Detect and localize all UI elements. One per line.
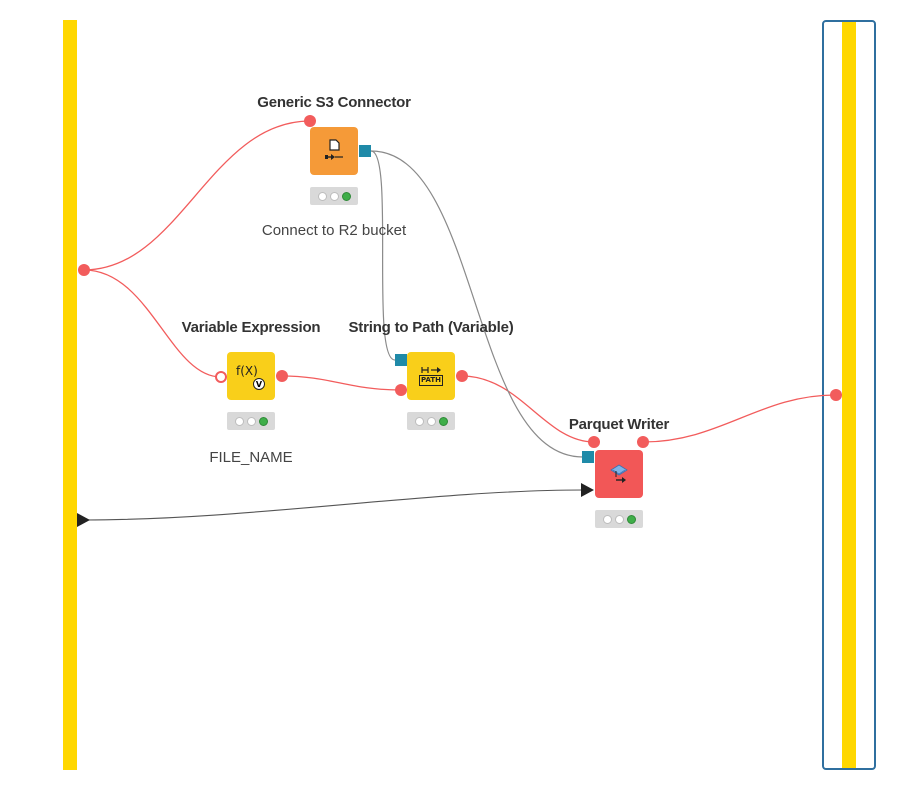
flow-variable-output-port[interactable] — [456, 370, 468, 382]
file-connect-icon — [325, 139, 343, 160]
flow-variable-output-port[interactable] — [637, 436, 649, 448]
flow-variable-connection[interactable] — [83, 120, 311, 271]
node-annotation[interactable]: FILE_NAME — [209, 449, 293, 466]
status-light-yellow — [246, 416, 256, 426]
flow-variable-input-port[interactable] — [304, 115, 316, 127]
flow-variable-output-port[interactable] — [276, 370, 288, 382]
node-title[interactable]: Variable Expression — [181, 319, 321, 336]
function-label: f(X) — [236, 364, 258, 378]
node-status — [407, 412, 455, 430]
data-table-connection[interactable] — [83, 489, 584, 521]
file-system-output-port[interactable] — [359, 145, 371, 157]
node-status — [595, 510, 643, 528]
node-variable-expression[interactable]: f(X) V — [227, 352, 275, 400]
status-light-yellow — [329, 191, 339, 201]
node-title[interactable]: Generic S3 Connector — [257, 94, 411, 111]
status-light-green — [438, 416, 448, 426]
status-light-red — [602, 514, 612, 524]
flow-variable-input-port[interactable] — [588, 436, 600, 448]
flow-variable-input-port[interactable] — [215, 371, 227, 383]
flow-variable-connection[interactable] — [642, 394, 836, 443]
status-light-green — [341, 191, 351, 201]
component-input-flow-port[interactable] — [78, 264, 90, 276]
status-light-green — [626, 514, 636, 524]
node-generic-s3-connector[interactable] — [310, 127, 358, 175]
file-system-connection[interactable] — [370, 150, 584, 458]
status-light-yellow — [614, 514, 624, 524]
node-status — [310, 187, 358, 205]
node-title[interactable]: Parquet Writer — [568, 416, 670, 433]
file-system-input-port[interactable] — [395, 354, 407, 366]
status-light-red — [234, 416, 244, 426]
parquet-write-icon — [610, 464, 628, 483]
file-system-input-port[interactable] — [582, 451, 594, 463]
component-output-bar[interactable] — [842, 22, 856, 768]
node-title[interactable]: String to Path (Variable) — [348, 319, 514, 336]
path-icon: PATH — [419, 366, 443, 386]
flow-variable-input-port[interactable] — [395, 384, 407, 396]
function-variable-icon: f(X) V — [236, 361, 266, 391]
status-light-green — [258, 416, 268, 426]
component-output-flow-port[interactable] — [830, 389, 842, 401]
node-string-to-path[interactable]: PATH — [407, 352, 455, 400]
status-light-red — [414, 416, 424, 426]
flow-variable-connection[interactable] — [281, 375, 401, 391]
status-light-yellow — [426, 416, 436, 426]
node-annotation[interactable]: Connect to R2 bucket — [261, 222, 407, 239]
path-label: PATH — [419, 375, 443, 386]
arrow-icon — [421, 367, 441, 373]
component-input-bar[interactable] — [63, 20, 77, 770]
data-input-port[interactable] — [581, 483, 594, 497]
status-light-red — [317, 191, 327, 201]
variable-badge: V — [253, 378, 265, 390]
node-status — [227, 412, 275, 430]
data-output-port[interactable] — [77, 513, 90, 527]
node-parquet-writer[interactable] — [595, 450, 643, 498]
